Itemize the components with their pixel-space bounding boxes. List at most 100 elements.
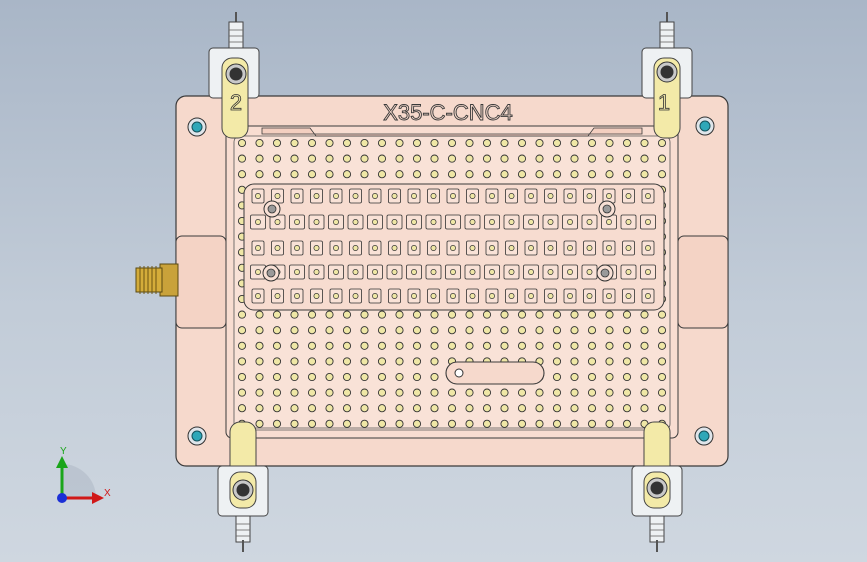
grid-hole [605,138,614,148]
grid-hole [255,138,264,148]
grid-hole [430,388,439,397]
pocket-hole [294,219,300,225]
pocket-hole [391,269,398,275]
grid-hole [570,388,579,397]
grid-hole [535,310,544,319]
grid-hole [272,170,282,179]
grid-hole [325,170,334,179]
pocket-hole [450,293,456,299]
grid-hole [570,170,579,179]
grid-hole [552,372,562,382]
grid-hole [325,404,334,413]
pocket-hole [274,245,281,251]
grid-hole [552,357,562,366]
grid-hole [500,138,509,148]
grid-hole [342,326,352,335]
pocket-hole [255,219,261,225]
grid-hole [325,419,334,428]
grid-hole [290,357,299,366]
pocket-hole [528,193,534,199]
grid-hole [255,419,264,428]
grid-hole [587,404,597,413]
grid-hole [377,310,387,319]
pocket-hole [255,293,261,299]
side-threaded-fitting[interactable] [135,263,179,297]
grid-hole [290,404,299,413]
pocket-hole [625,293,632,299]
grid-hole [622,326,632,335]
pocket-hole [469,293,476,299]
pocket-hole [450,219,456,225]
clamp-number-label: 1 [658,90,670,115]
pocket-hole [606,245,612,251]
grid-hole [570,419,579,428]
pocket-hole [255,245,261,251]
clamp-top-left[interactable]: 2 [208,12,260,139]
grid-hole [587,357,597,366]
grid-hole [290,341,299,350]
grid-hole [430,341,439,350]
grid-hole [395,372,404,382]
grid-hole [570,310,579,319]
grid-hole [360,138,369,148]
grid-hole [255,170,264,179]
grid-hole [412,326,422,335]
clamp-bottom-left[interactable] [217,421,269,552]
pocket-hole [372,293,378,299]
grid-hole [517,404,527,413]
pocket-hole [567,245,573,251]
grid-hole [622,357,632,366]
pocket-hole [274,193,281,199]
pocket-hole [469,245,476,251]
pocket-hole [567,193,573,199]
grid-hole [395,154,404,163]
locator-pin-bottom-left [187,426,207,446]
grid-hole [430,138,439,148]
pocket-hole [547,193,554,199]
grid-hole [447,419,457,428]
grid-hole [360,372,369,382]
pocket-hole [489,293,495,299]
x-axis-label: X [104,488,111,499]
axis-triad: Y X [56,446,111,504]
clamp-bottom-right[interactable] [631,421,683,552]
pocket-hole [411,219,417,225]
grid-hole [500,388,509,397]
grid-hole [395,404,404,413]
grid-hole [290,419,299,428]
grid-hole [377,154,387,163]
grid-hole [272,326,282,335]
grid-hole [570,326,579,335]
pocket-hole [586,193,593,199]
grid-hole [640,326,649,335]
grid-hole [255,404,264,413]
z-axis-dot [57,493,67,503]
pocket-hole [411,245,417,251]
pocket-hole [645,219,651,225]
grid-hole [272,154,282,163]
pocket-hole [294,269,300,275]
grid-hole [640,388,649,397]
grid-hole [587,310,597,319]
grid-hole [552,310,562,319]
grid-hole [482,310,492,319]
grid-hole [412,388,422,397]
grid-hole [307,357,317,366]
grid-hole [307,388,317,397]
grid-hole [622,419,632,428]
grid-hole [395,310,404,319]
pocket-hole [372,269,378,275]
pocket-hole [645,293,651,299]
grid-hole [482,341,492,350]
grid-hole [395,419,404,428]
grid-hole [307,404,317,413]
pocket-hole [528,245,534,251]
grid-hole [500,170,509,179]
grid-hole [290,310,299,319]
grid-hole [342,372,352,382]
part-engraving: X35-C-CNC4 [383,100,513,125]
clamp-top-right[interactable]: 1 [641,12,693,139]
grid-hole [535,154,544,163]
